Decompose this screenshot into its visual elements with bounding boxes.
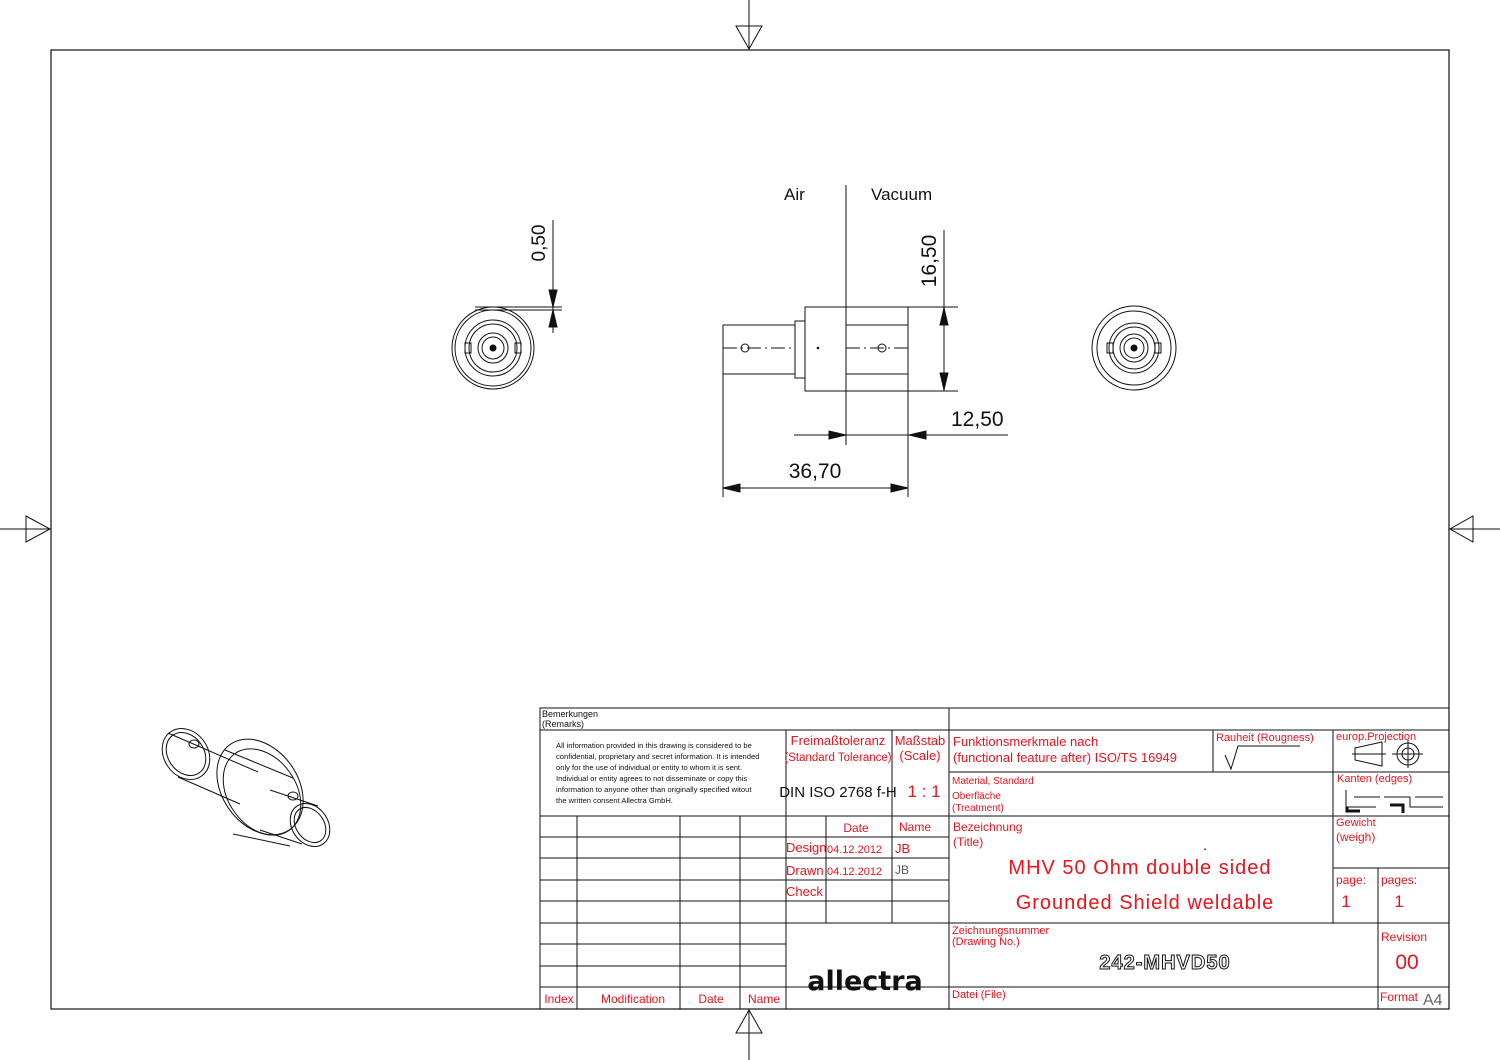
scale-value: 1 : 1 [907, 782, 940, 801]
title-dot: . [1203, 837, 1207, 853]
remarks-heading-en: (Remarks) [542, 719, 584, 729]
remarks-text-line: the written consent Allectra GmbH. [556, 796, 673, 805]
left-end-view [451, 306, 562, 390]
projection-heading: europ.Projection [1336, 731, 1416, 743]
drawn-name: JB [895, 863, 909, 877]
remarks-text-line: All information provided in this drawing… [556, 741, 752, 750]
dim-flange-label: 12,50 [951, 408, 1004, 431]
title-block [539, 707, 1450, 1010]
title-heading-de: Bezeichnung [953, 820, 1022, 834]
page-value: 1 [1341, 892, 1350, 911]
dim-length-label: 36,70 [789, 460, 842, 483]
col-mod-name-header: Name [748, 992, 780, 1006]
col-index-header: Index [544, 992, 573, 1006]
diameter-dimension [908, 230, 958, 392]
pages-label: pages: [1381, 873, 1417, 887]
revision-heading: Revision [1381, 930, 1427, 944]
row-design-label: Design [786, 840, 826, 855]
flange-dimension [794, 391, 1008, 497]
col-name-header: Name [899, 820, 931, 834]
row-check-label: Check [786, 884, 823, 899]
remarks-heading-de: Bemerkungen [542, 709, 598, 719]
edges-heading: Kanten (edges) [1337, 773, 1412, 785]
pages-value: 1 [1394, 892, 1403, 911]
label-air: Air [784, 185, 805, 204]
scale-heading-de: Maßstab [895, 733, 946, 748]
surface-heading: Oberfläche [952, 791, 1001, 802]
file-heading: Datei (File) [952, 989, 1006, 1001]
side-view [722, 185, 909, 445]
drawing-title-line1: MHV 50 Ohm double sided [1008, 857, 1271, 879]
feature-heading-de: Funktionsmerkmale nach [953, 734, 1098, 749]
tolerance-heading-de: Freimaßtoleranz [791, 733, 886, 748]
dim-diameter-label: 16,50 [918, 235, 941, 288]
page-label: page: [1336, 873, 1366, 887]
drawing-title-line2: Grounded Shield weldable [1016, 892, 1275, 914]
design-date: 04.12.2012 [827, 844, 882, 856]
row-drawn-label: Drawn [786, 863, 824, 878]
format-heading: Format [1380, 990, 1419, 1004]
roughness-heading: Rauheit (Rougness) [1216, 732, 1314, 744]
right-end-view [1091, 305, 1177, 391]
remarks-text-line: Individual or entity agrees to not disse… [556, 774, 747, 783]
wall-dimension [548, 220, 558, 333]
scale-heading-en: (Scale) [899, 748, 940, 763]
isometric-view [161, 728, 331, 847]
weight-heading-de: Gewicht [1336, 817, 1376, 829]
design-name: JB [895, 841, 910, 856]
tolerance-heading-en: (Standard Tolerance) [784, 752, 891, 764]
title-heading-en: (Title) [953, 835, 983, 849]
col-mod-date-header: Date [698, 992, 724, 1006]
drawing-number-heading-de: Zeichnungsnummer [952, 925, 1050, 937]
drawn-date: 04.12.2012 [827, 866, 882, 878]
remarks-text-line: only for the use of individual or entity… [556, 763, 742, 772]
allectra-logo: allectra [807, 966, 923, 997]
label-vacuum: Vacuum [871, 185, 932, 204]
col-modification-header: Modification [601, 992, 665, 1006]
feature-heading-en: (functional feature after) ISO/TS 16949 [953, 750, 1177, 765]
drawing-number: 242-MHVD50 [1099, 952, 1230, 974]
treatment-heading: (Treatment) [952, 803, 1004, 814]
drawing-number-heading-en: (Drawing No.) [952, 936, 1020, 948]
material-heading: Material, Standard [952, 776, 1034, 787]
length-dimension [722, 374, 909, 497]
col-date-header: Date [843, 821, 869, 835]
remarks-text-line: information to anyone other than origina… [556, 785, 752, 794]
revision-value: 00 [1395, 951, 1418, 974]
format-value: A4 [1423, 992, 1443, 1009]
weight-heading-en: (weigh) [1336, 830, 1375, 844]
tolerance-value: DIN ISO 2768 f-H [779, 784, 897, 801]
dim-wall-label: 0,50 [529, 225, 550, 262]
remarks-text-line: confidential, proprietary and secret inf… [556, 752, 759, 761]
